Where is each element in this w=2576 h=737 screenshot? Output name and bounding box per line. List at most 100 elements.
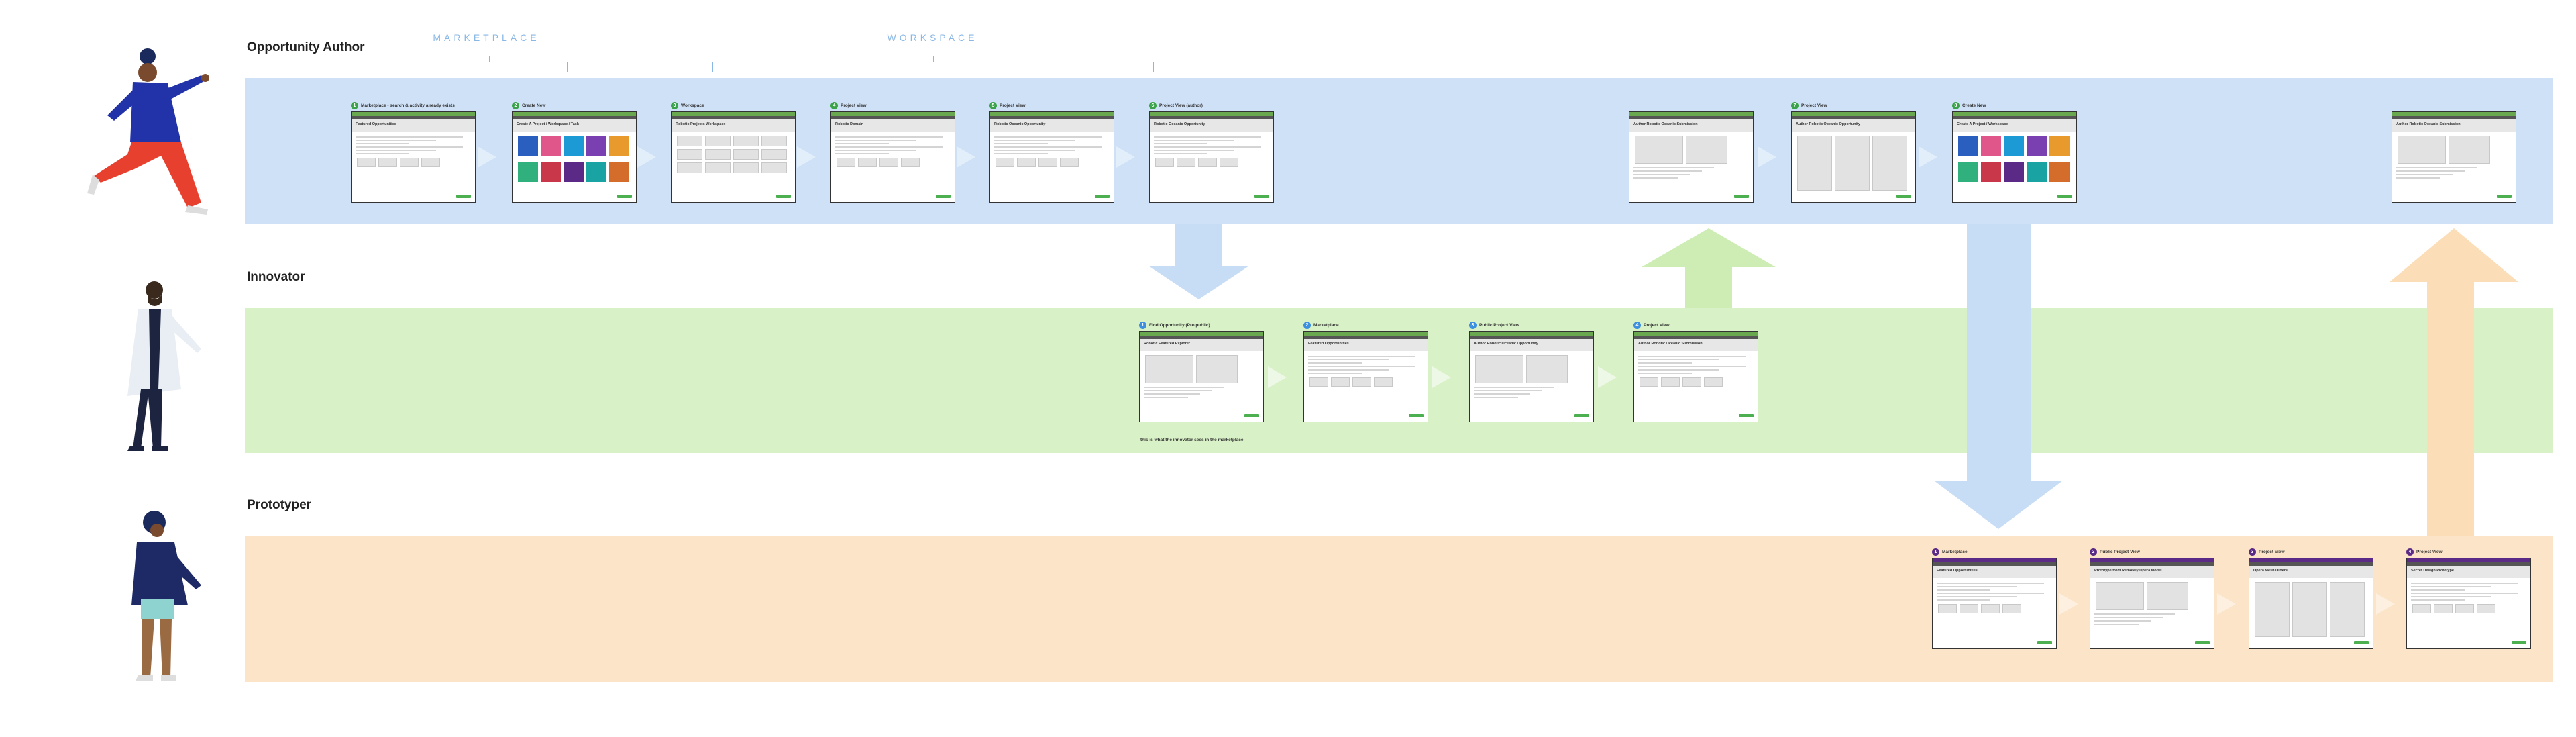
action-button — [1095, 195, 1110, 198]
text-line — [2396, 170, 2465, 172]
screen-title: Robotic Oceanic Opportunity — [990, 119, 1114, 132]
step-number-badge: 3 — [1469, 322, 1477, 329]
content-card — [1640, 377, 1658, 387]
content-card — [1017, 158, 1036, 167]
text-line — [1308, 366, 1415, 367]
text-line — [1937, 586, 2017, 587]
workspace-card — [761, 162, 787, 173]
screen-body — [2090, 578, 2214, 630]
text-line — [2411, 596, 2491, 597]
step-title: Marketplace - search & activity already … — [361, 103, 455, 108]
flow-arrow — [637, 146, 656, 168]
content-card — [1374, 377, 1393, 387]
text-line — [2411, 586, 2491, 587]
section-workspace: WORKSPACE — [887, 32, 978, 43]
content-card — [2412, 604, 2431, 613]
text-line — [1937, 596, 2017, 597]
arrow-head-author-to-innovator — [1148, 266, 1249, 299]
screen-thumbnail: Author Robotic Oceanic Opportunity — [1469, 331, 1594, 422]
content-card — [1155, 158, 1174, 167]
flow-arrow — [2217, 593, 2236, 615]
text-line — [1937, 593, 2044, 594]
step-title: Project View — [841, 103, 867, 108]
screen-thumbnail: Robotic Oceanic Opportunity — [1149, 111, 1274, 203]
screen-thumbnail: Author Robotic Oceanic Submission — [1633, 331, 1758, 422]
nav-tabs — [831, 116, 955, 119]
step-number-badge: 2 — [2090, 548, 2097, 556]
project-tile — [564, 162, 584, 182]
content-card — [901, 158, 920, 167]
text-line — [1154, 146, 1261, 148]
project-tile — [541, 162, 561, 182]
text-line — [1154, 153, 1208, 154]
step-number-badge: 7 — [1791, 102, 1799, 109]
text-line — [1474, 390, 1542, 391]
content-card — [1331, 377, 1350, 387]
action-button — [2057, 195, 2072, 198]
step-title: Marketplace — [1313, 323, 1339, 328]
screen-body — [1629, 132, 1753, 183]
text-line — [1308, 369, 1389, 371]
content-card — [1177, 158, 1195, 167]
text-line — [356, 153, 409, 154]
project-tile — [1958, 162, 1978, 182]
text-line — [835, 153, 889, 154]
nav-tabs — [513, 116, 636, 119]
nav-tabs — [990, 116, 1114, 119]
action-button — [1739, 414, 1754, 417]
text-line — [1308, 362, 1362, 364]
step-title: Project View (author) — [1159, 103, 1203, 108]
text-line — [994, 136, 1102, 138]
map-image — [1686, 136, 1727, 164]
step-number-badge: 8 — [1952, 102, 1960, 109]
project-tile — [2049, 136, 2070, 156]
action-button — [1244, 414, 1259, 417]
step-title: Project View — [1644, 323, 1670, 328]
text-line — [2094, 624, 2139, 625]
project-tile — [1981, 162, 2001, 182]
screen-thumbnail: Featured Opportunities — [1303, 331, 1428, 422]
app-top-bar — [1953, 112, 2076, 116]
action-button — [2037, 641, 2052, 644]
lane-title-innovator: Innovator — [247, 270, 305, 284]
content-card — [1220, 158, 1238, 167]
text-line — [835, 140, 916, 141]
project-tile — [2004, 162, 2024, 182]
text-line — [2396, 167, 2477, 168]
workspace-card — [733, 149, 759, 160]
app-top-bar — [1629, 112, 1753, 116]
screen-body — [513, 132, 636, 189]
lane-title-author: Opportunity Author — [247, 40, 365, 54]
action-button — [1734, 195, 1749, 198]
flow-arrow — [1598, 366, 1617, 388]
step-title: Public Project View — [1479, 323, 1519, 328]
app-top-bar — [831, 112, 955, 116]
content-card — [1198, 158, 1217, 167]
screen-thumbnail: Prototype from Remotely Opera Model — [2090, 558, 2214, 649]
screen-title: Opera Mesh Orders — [2249, 566, 2373, 578]
content-card — [858, 158, 877, 167]
screen-body — [1634, 351, 1758, 391]
text-line — [1144, 390, 1212, 391]
action-button — [936, 195, 951, 198]
text-line — [994, 153, 1048, 154]
app-top-bar — [1140, 332, 1263, 336]
content-card — [2477, 604, 2496, 613]
text-line — [835, 150, 916, 151]
arrow-head-author-to-prototyper — [1934, 481, 2063, 529]
text-line — [2411, 593, 2518, 594]
text-line — [1474, 397, 1518, 398]
project-tile — [586, 136, 606, 156]
innovator-persona-illustration — [127, 281, 201, 451]
screen-title: Author Robotic Oceanic Opportunity — [1470, 339, 1593, 351]
app-top-bar — [2407, 558, 2530, 562]
text-line — [1474, 393, 1530, 395]
screen-title: Featured Opportunities — [352, 119, 475, 132]
